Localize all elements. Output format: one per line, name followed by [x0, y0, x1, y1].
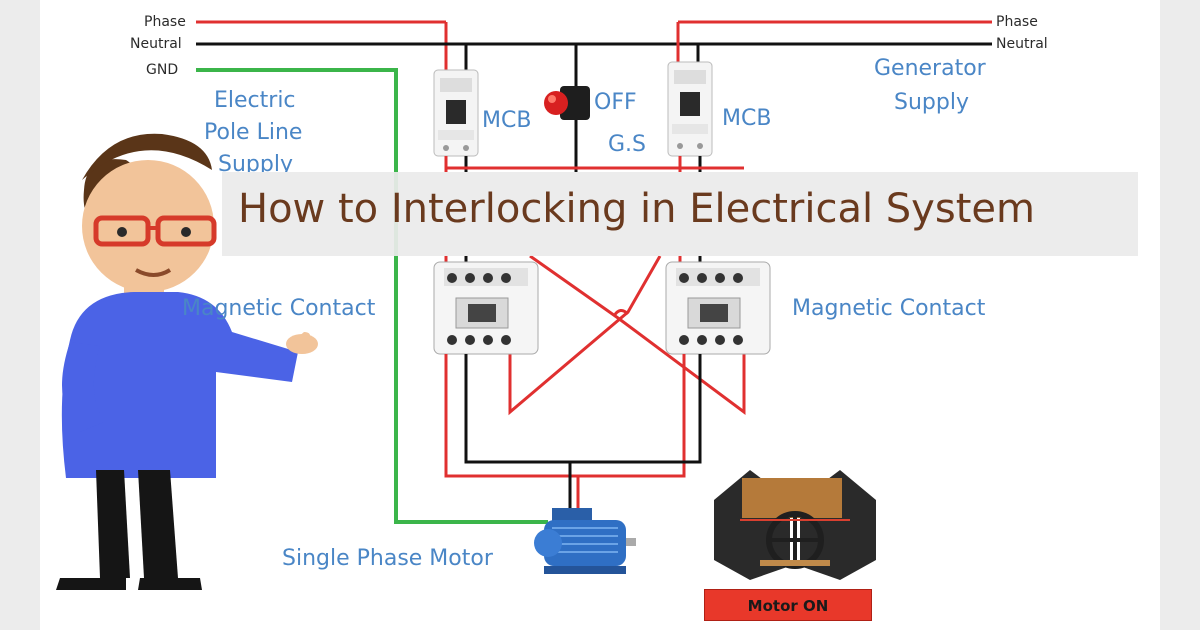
left-magnetic-contactor — [433, 261, 539, 355]
left-output-phase — [444, 354, 686, 478]
mcb-label-right: MCB — [722, 106, 772, 131]
magnetic-contact-label-right: Magnetic Contact — [792, 296, 986, 321]
off-label: OFF — [594, 90, 637, 115]
phase-label-left: Phase — [144, 14, 186, 30]
neutral-label-right: Neutral — [996, 36, 1048, 52]
gs-label: G.S — [608, 132, 647, 156]
presenter-character — [56, 133, 318, 590]
single-phase-motor — [534, 508, 636, 574]
off-push-button — [544, 86, 590, 120]
generator-label: Generator — [874, 56, 986, 81]
interlock-crossover-hop — [612, 309, 630, 317]
right-magnetic-contactor — [665, 261, 771, 355]
motor-cutaway-illustration — [714, 470, 876, 580]
phase-label-right: Phase — [996, 14, 1038, 30]
left-margin — [0, 0, 40, 630]
left-mcb — [433, 69, 479, 157]
right-mcb — [667, 61, 713, 157]
magnetic-contact-label-left: Magnetic Contact — [182, 296, 376, 321]
pole-line-label: Pole Line — [204, 120, 303, 145]
supply-label-right: Supply — [894, 90, 969, 115]
motor-on-badge: Motor ON — [704, 589, 872, 621]
neutral-label-left: Neutral — [130, 36, 182, 52]
left-output-neutral — [464, 354, 702, 464]
page-title: How to Interlocking in Electrical System — [238, 186, 1035, 232]
ground-wire — [196, 68, 548, 524]
title-band — [222, 172, 1138, 256]
electric-label: Electric — [214, 88, 296, 113]
supply-label-left: Supply — [218, 152, 293, 172]
right-margin — [1160, 0, 1200, 630]
gnd-label: GND — [146, 62, 179, 78]
mcb-label-left: MCB — [482, 108, 532, 133]
single-phase-motor-label: Single Phase Motor — [282, 546, 493, 571]
